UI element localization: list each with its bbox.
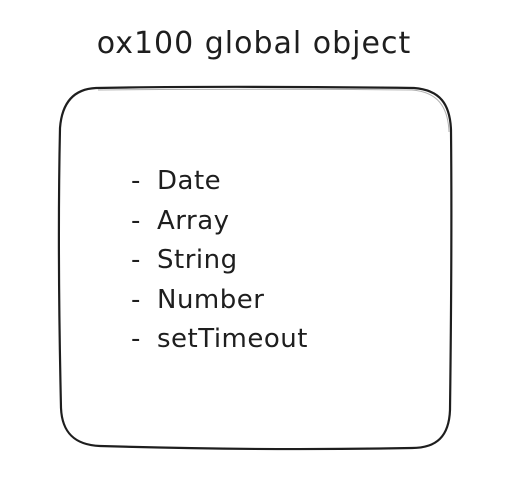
list-item-label: String [157,245,238,275]
list-item-number: -Number [131,281,308,321]
bullet-dash: - [131,205,141,236]
list-item-date: -Date [131,162,308,202]
global-members-list: -Date -Array -String -Number -setTimeout [131,162,308,360]
object-box-outline-sketch [97,88,450,133]
bullet-dash: - [131,245,141,275]
list-item-label: setTimeout [157,324,308,354]
list-item-settimeout: -setTimeout [131,320,308,360]
list-item-array: -Array [131,202,308,242]
list-item-string: -String [131,241,308,281]
list-item-label: Array [157,205,230,236]
object-box-outline [57,85,453,451]
bullet-dash: - [131,324,141,354]
bullet-dash: - [131,166,141,196]
list-item-label: Date [157,166,222,196]
list-item-label: Number [157,284,265,315]
diagram-title: ox100 global object [96,26,412,61]
bullet-dash: - [131,284,141,315]
